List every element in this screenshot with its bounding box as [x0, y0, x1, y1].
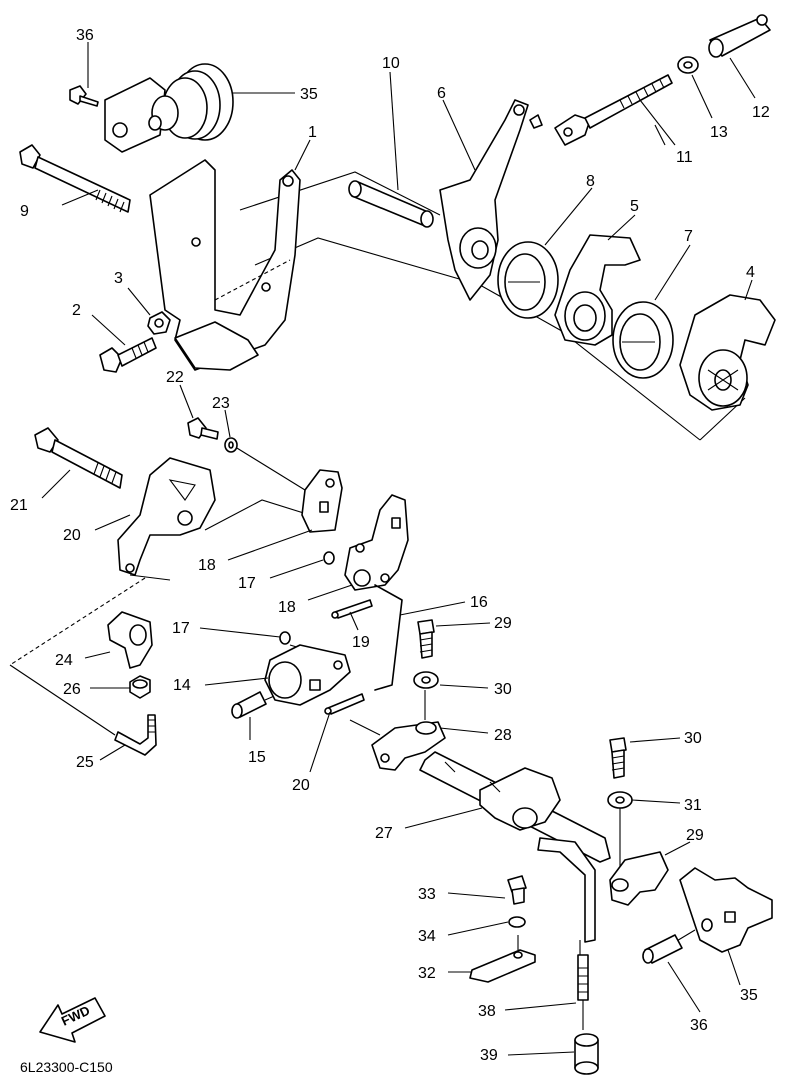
callout-3: 3: [114, 270, 123, 287]
washer-31-lower: [607, 791, 633, 809]
callout-29-upper: 28: [494, 727, 512, 744]
callout-20: 18: [198, 557, 216, 574]
callout-17-lower: 17: [172, 620, 190, 637]
callout-21: 27: [375, 825, 393, 842]
callout-39: 35: [300, 86, 318, 103]
callout-13: 13: [710, 124, 728, 141]
washer-17-upper: [323, 551, 335, 565]
rod-11: [554, 74, 673, 146]
callout-15: 15: [248, 749, 266, 766]
callout-6: 6: [437, 85, 446, 102]
cam-5: [554, 234, 641, 346]
callout-36: 36: [690, 1017, 708, 1034]
cotter-pin-18-lower: [324, 693, 365, 715]
callout-40: 36: [76, 27, 94, 44]
bolt-24: [187, 417, 219, 440]
lever-19: [344, 494, 409, 591]
callout-33: 33: [418, 886, 436, 903]
callout-11: 11: [676, 149, 693, 166]
joint-12: [708, 14, 771, 58]
bolt-30-upper: [417, 619, 435, 659]
callout-18-lower: 20: [292, 777, 310, 794]
cotter-pin-18-upper: [331, 599, 373, 619]
bolt-40: [69, 85, 99, 107]
callout-12: 12: [752, 104, 770, 121]
washer-31-upper: [413, 671, 439, 689]
callout-2: 2: [72, 302, 81, 319]
bolt-23: [34, 427, 123, 489]
callout-26: 24: [55, 652, 73, 669]
callout-25: 23: [212, 395, 230, 412]
callout-27: 25: [76, 754, 94, 771]
callout-1: 1: [308, 124, 317, 141]
lever-14: [264, 644, 351, 706]
callout-5: 5: [630, 198, 639, 215]
callouts: 36 35 1 10 6 11 13 12 9 8 5 7 4 3 2 22: [10, 27, 770, 1064]
callout-34: 34: [418, 928, 436, 945]
callout-37: 38: [478, 1003, 496, 1020]
bolt-30-lower: [609, 737, 627, 779]
fwd-arrow-icon: FWD: [39, 997, 106, 1043]
callout-32: 32: [418, 965, 436, 982]
callout-16: 16: [470, 594, 488, 611]
nut-28: [129, 675, 151, 699]
cap-38: [574, 1033, 599, 1075]
ring-8: [497, 241, 559, 319]
callout-10: 10: [382, 55, 400, 72]
assembly-guide-lines: [9, 171, 746, 1030]
callout-38: 39: [480, 1047, 498, 1064]
link-rod-16: [374, 584, 403, 691]
bracket-22: [117, 457, 216, 576]
callout-24: 22: [166, 369, 184, 386]
part-26: [107, 611, 153, 669]
callout-31-upper: 30: [494, 681, 512, 698]
pulley-39: [104, 63, 234, 153]
plate-32: [469, 949, 536, 983]
callout-4: 4: [746, 264, 755, 281]
callout-7: 7: [684, 228, 693, 245]
drawing-code: 6L23300-C150: [20, 1059, 113, 1075]
bracket-35: [679, 867, 773, 953]
lever-20: [301, 469, 343, 533]
callout-22: 20: [63, 527, 81, 544]
ring-7: [612, 301, 674, 379]
lever-29-upper: [371, 721, 446, 771]
cam-4: [679, 294, 776, 411]
callout-19: 18: [278, 599, 296, 616]
washer-17-lower: [279, 631, 291, 645]
collar-36: [642, 934, 683, 964]
bolt-2: [99, 337, 157, 373]
callout-29-lower: 29: [686, 827, 704, 844]
callout-9: 9: [20, 203, 29, 220]
callout-14: 14: [173, 677, 191, 694]
screw-33: [507, 875, 527, 905]
lever-29-lower: [609, 851, 669, 906]
nut-3: [147, 311, 171, 335]
collar-15: [231, 691, 267, 719]
callout-18-upper: 19: [352, 634, 370, 651]
callout-30-upper: 29: [494, 615, 512, 632]
callout-30-lower: 30: [684, 730, 702, 747]
bolt-9: [19, 144, 131, 213]
callout-23: 21: [10, 497, 28, 514]
washer-25: [224, 437, 238, 453]
callout-28: 26: [63, 681, 81, 698]
collar-10: [348, 180, 434, 228]
nut-13: [677, 56, 699, 74]
bracket-1: [149, 159, 301, 371]
rod-37: [577, 954, 589, 1001]
fitting-27: [114, 714, 157, 756]
shaft-21: [419, 751, 611, 943]
callout-17-upper: 17: [238, 575, 256, 592]
washer-34: [508, 916, 526, 928]
callout-8: 8: [586, 173, 595, 190]
callout-31-lower: 31: [684, 797, 702, 814]
callout-35: 35: [740, 987, 758, 1004]
lever-6: [439, 99, 543, 301]
